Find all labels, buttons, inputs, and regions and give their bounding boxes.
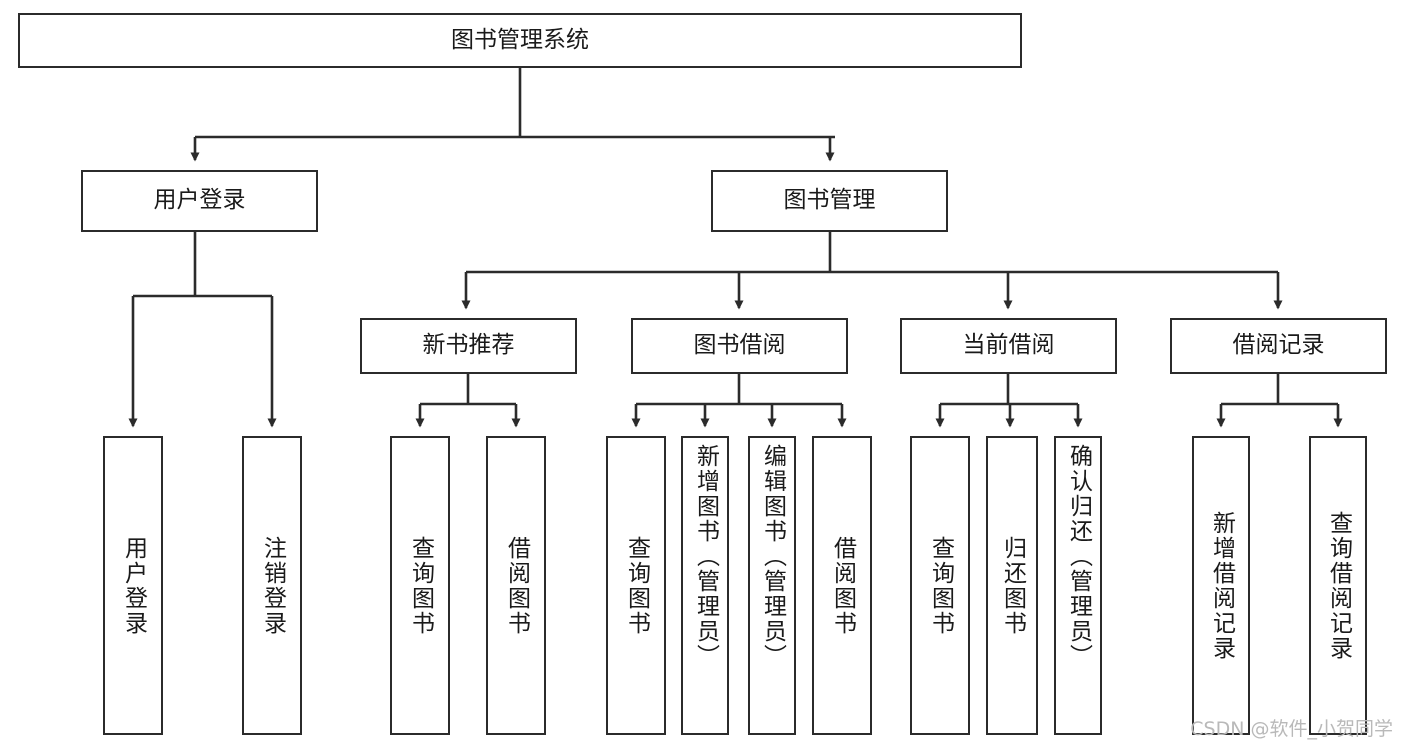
node-label: 新增借阅记录 [1208,510,1235,661]
leaf-user-login-login[interactable]: 用户登录 [103,436,163,735]
leaf-inner: 借阅图书 [488,438,544,733]
leaf-inner: 查询图书 [392,438,448,733]
leaf-book-borrow-borrow-book[interactable]: 借阅图书 [812,436,872,735]
leaf-inner: 编辑图书（管理员） [750,438,794,733]
node-label: 借阅记录 [1232,332,1325,359]
leaf-book-borrow-query-book[interactable]: 查询图书 [606,436,666,735]
leaf-inner: 查询图书 [608,438,664,733]
leaf-inner: 借阅图书 [814,438,870,733]
node-label: 查询借阅记录 [1325,510,1352,661]
leaf-book-borrow-edit-book-admin[interactable]: 编辑图书（管理员） [748,436,796,735]
leaf-inner: 新增图书（管理员） [683,438,727,733]
leaf-inner: 查询借阅记录 [1311,438,1365,733]
node-label: 注销登录 [259,535,286,636]
node-label: 借阅图书 [829,535,856,636]
node-label: 图书管理系统 [451,26,589,53]
node-root-book-management-system[interactable]: 图书管理系统 [18,13,1022,68]
node-book-borrow[interactable]: 图书借阅 [631,318,848,374]
node-label: 查询图书 [927,535,954,636]
node-current-borrow[interactable]: 当前借阅 [900,318,1117,374]
leaf-inner: 新增借阅记录 [1194,438,1248,733]
leaf-inner: 注销登录 [244,438,300,733]
node-label: 图书管理 [783,187,876,214]
leaf-user-login-logout[interactable]: 注销登录 [242,436,302,735]
node-label: 借阅图书 [503,535,530,636]
leaf-inner: 确认归还（管理员） [1056,438,1100,733]
node-label: 新书推荐 [422,332,515,359]
leaf-borrow-record-query-record[interactable]: 查询借阅记录 [1309,436,1367,735]
leaf-current-borrow-confirm-return-admin[interactable]: 确认归还（管理员） [1054,436,1102,735]
node-label: 用户登录 [153,187,246,214]
leaf-inner: 归还图书 [988,438,1036,733]
node-user-login[interactable]: 用户登录 [81,170,318,232]
node-book-management[interactable]: 图书管理 [711,170,948,232]
node-new-book-recommend[interactable]: 新书推荐 [360,318,577,374]
node-label: 确认归还（管理员） [1065,444,1092,669]
leaf-new-book-borrow-book[interactable]: 借阅图书 [486,436,546,735]
node-label: 用户登录 [120,535,147,636]
leaf-current-borrow-query-book[interactable]: 查询图书 [910,436,970,735]
node-label: 归还图书 [999,535,1026,636]
leaf-inner: 查询图书 [912,438,968,733]
node-label: 查询图书 [407,535,434,636]
node-label: 新增图书（管理员） [692,444,719,669]
node-label: 查询图书 [623,535,650,636]
node-label: 图书借阅 [693,332,786,359]
node-borrow-record[interactable]: 借阅记录 [1170,318,1387,374]
leaf-book-borrow-add-book-admin[interactable]: 新增图书（管理员） [681,436,729,735]
node-label: 编辑图书（管理员） [759,444,786,669]
leaf-current-borrow-return-book[interactable]: 归还图书 [986,436,1038,735]
leaf-new-book-query-book[interactable]: 查询图书 [390,436,450,735]
leaf-borrow-record-add-record[interactable]: 新增借阅记录 [1192,436,1250,735]
leaf-inner: 用户登录 [105,438,161,733]
node-label: 当前借阅 [962,332,1055,359]
